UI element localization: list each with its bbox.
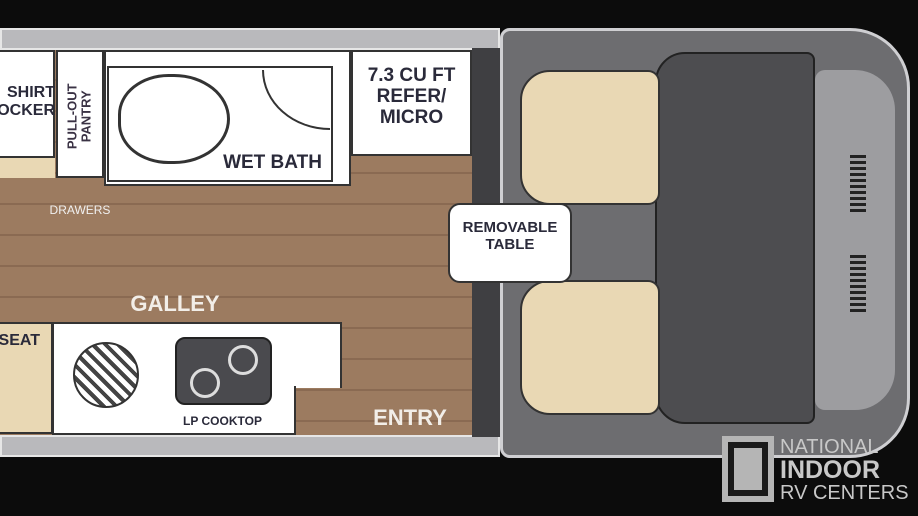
shirt-locker-label: SHIRT LOCKER xyxy=(0,84,55,119)
sink-icon xyxy=(73,342,139,408)
driver-seat xyxy=(520,70,660,205)
removable-table xyxy=(448,203,572,283)
drawers-label: DRAWERS xyxy=(49,203,111,217)
logo-line2: INDOOR xyxy=(780,456,880,484)
cooktop-label: LP COOKTOP xyxy=(183,414,262,428)
logo: NATIONAL INDOOR RV CENTERS xyxy=(722,436,912,506)
entry-label: ENTRY xyxy=(373,405,447,430)
pantry-label: PULL-OUT PANTRY xyxy=(64,83,94,150)
bottom-wall xyxy=(0,435,500,457)
shirt-locker xyxy=(0,50,55,158)
grille-top xyxy=(850,155,866,215)
logo-line3: RV CENTERS xyxy=(780,482,909,504)
wet-bath-label: WET BATH xyxy=(223,152,322,173)
toilet-icon xyxy=(118,74,230,164)
galley-label: GALLEY xyxy=(130,291,220,316)
passenger-seat xyxy=(520,280,660,415)
seat-label: SEAT xyxy=(0,332,40,349)
bath-inner xyxy=(107,66,333,182)
top-wall xyxy=(0,28,500,50)
logo-line1: NATIONAL xyxy=(780,436,879,458)
refer-label: 7.3 CU FT REFER/ MICRO xyxy=(367,65,456,128)
grille-bottom xyxy=(850,255,866,315)
refrigerator xyxy=(351,50,472,156)
burner-icon xyxy=(228,345,258,375)
table-label: REMOVABLE TABLE xyxy=(462,219,558,253)
hood xyxy=(815,70,895,410)
dashboard xyxy=(655,52,815,424)
logo-mark-icon xyxy=(722,436,774,502)
pantry xyxy=(56,50,104,178)
cooktop-icon xyxy=(175,337,272,405)
burner-icon xyxy=(190,368,220,398)
locker-strip xyxy=(0,158,55,178)
